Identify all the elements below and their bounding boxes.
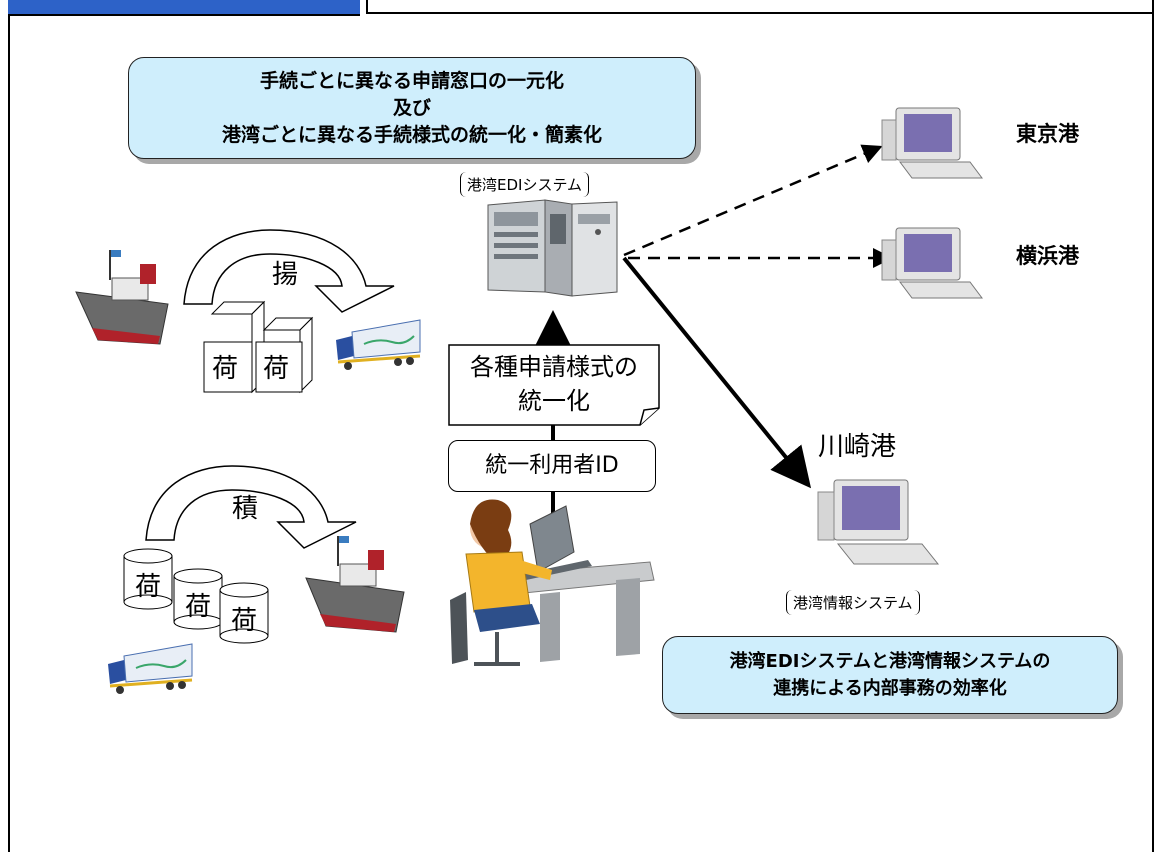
- cargo-char-1: 荷: [212, 354, 239, 384]
- computer-icon-yokohama: [881, 227, 983, 299]
- frame-top-border: [366, 12, 1154, 14]
- callout-top-line-1: 手続ごとに異なる申請窓口の一元化: [259, 69, 564, 92]
- cargo-char-3: 荷: [135, 572, 162, 602]
- edi-system-label: 港湾EDIシステム: [460, 172, 590, 197]
- cargo-char-5: 荷: [231, 606, 258, 636]
- cargo-char-2: 荷: [263, 354, 290, 384]
- doc-line-1: 各種申請様式の: [470, 353, 638, 381]
- link-to-kawasaki: [622, 256, 812, 489]
- cargo-drum-2: [173, 568, 223, 630]
- person-at-desk-icon: [450, 499, 655, 666]
- frame-right-border: [1152, 0, 1154, 852]
- document-text: 各種申請様式の 統一化: [448, 344, 660, 418]
- frame-left-border: [8, 0, 10, 852]
- unload-label: 揚: [272, 260, 299, 290]
- server-icon: [487, 199, 618, 297]
- truck-icon-1: [336, 319, 421, 370]
- document-shape: [448, 344, 660, 426]
- callout-top-line-3: 港湾ごとに異なる手続様式の統一化・簡素化: [221, 123, 602, 146]
- ship-icon-unload: [75, 250, 169, 345]
- unified-forms-document: 各種申請様式の 統一化: [448, 344, 660, 426]
- callout-consolidation: 手続ごとに異なる申請窓口の一元化 及び 港湾ごとに異なる手続様式の統一化・簡素化: [128, 57, 696, 159]
- port-label-tokyo: 東京港: [1016, 122, 1079, 146]
- load-label: 積: [232, 494, 259, 524]
- info-system-label: 港湾情報システム: [786, 590, 920, 615]
- computer-icon-tokyo: [881, 107, 983, 179]
- truck-icon-2: [108, 643, 193, 694]
- callout-top-line-2: 及び: [392, 96, 431, 119]
- computer-icon-kawasaki: [817, 479, 940, 565]
- callout-bottom-line-1: 港湾EDIシステムと港湾情報システムの: [729, 651, 1051, 672]
- cargo-drum-3: [219, 582, 269, 644]
- unified-user-id-box: 統一利用者ID: [448, 440, 656, 492]
- header-tab: [8, 0, 360, 16]
- cargo-cube-2: [255, 316, 314, 394]
- port-label-kawasaki: 川崎港: [818, 432, 897, 462]
- callout-efficiency: 港湾EDIシステムと港湾情報システムの 連携による内部事務の効率化: [662, 636, 1118, 714]
- ship-icon-load: [305, 536, 405, 633]
- load-arrow: [145, 465, 357, 549]
- port-label-yokohama: 横浜港: [1016, 244, 1079, 268]
- header-tab-separator: [360, 0, 368, 14]
- doc-line-2: 統一化: [518, 387, 590, 415]
- cargo-drum-1: [123, 548, 173, 610]
- cargo-char-4: 荷: [185, 592, 212, 622]
- unload-arrow: [183, 229, 395, 313]
- callout-bottom-line-2: 連携による内部事務の効率化: [773, 678, 1007, 699]
- link-to-tokyo: [623, 144, 883, 257]
